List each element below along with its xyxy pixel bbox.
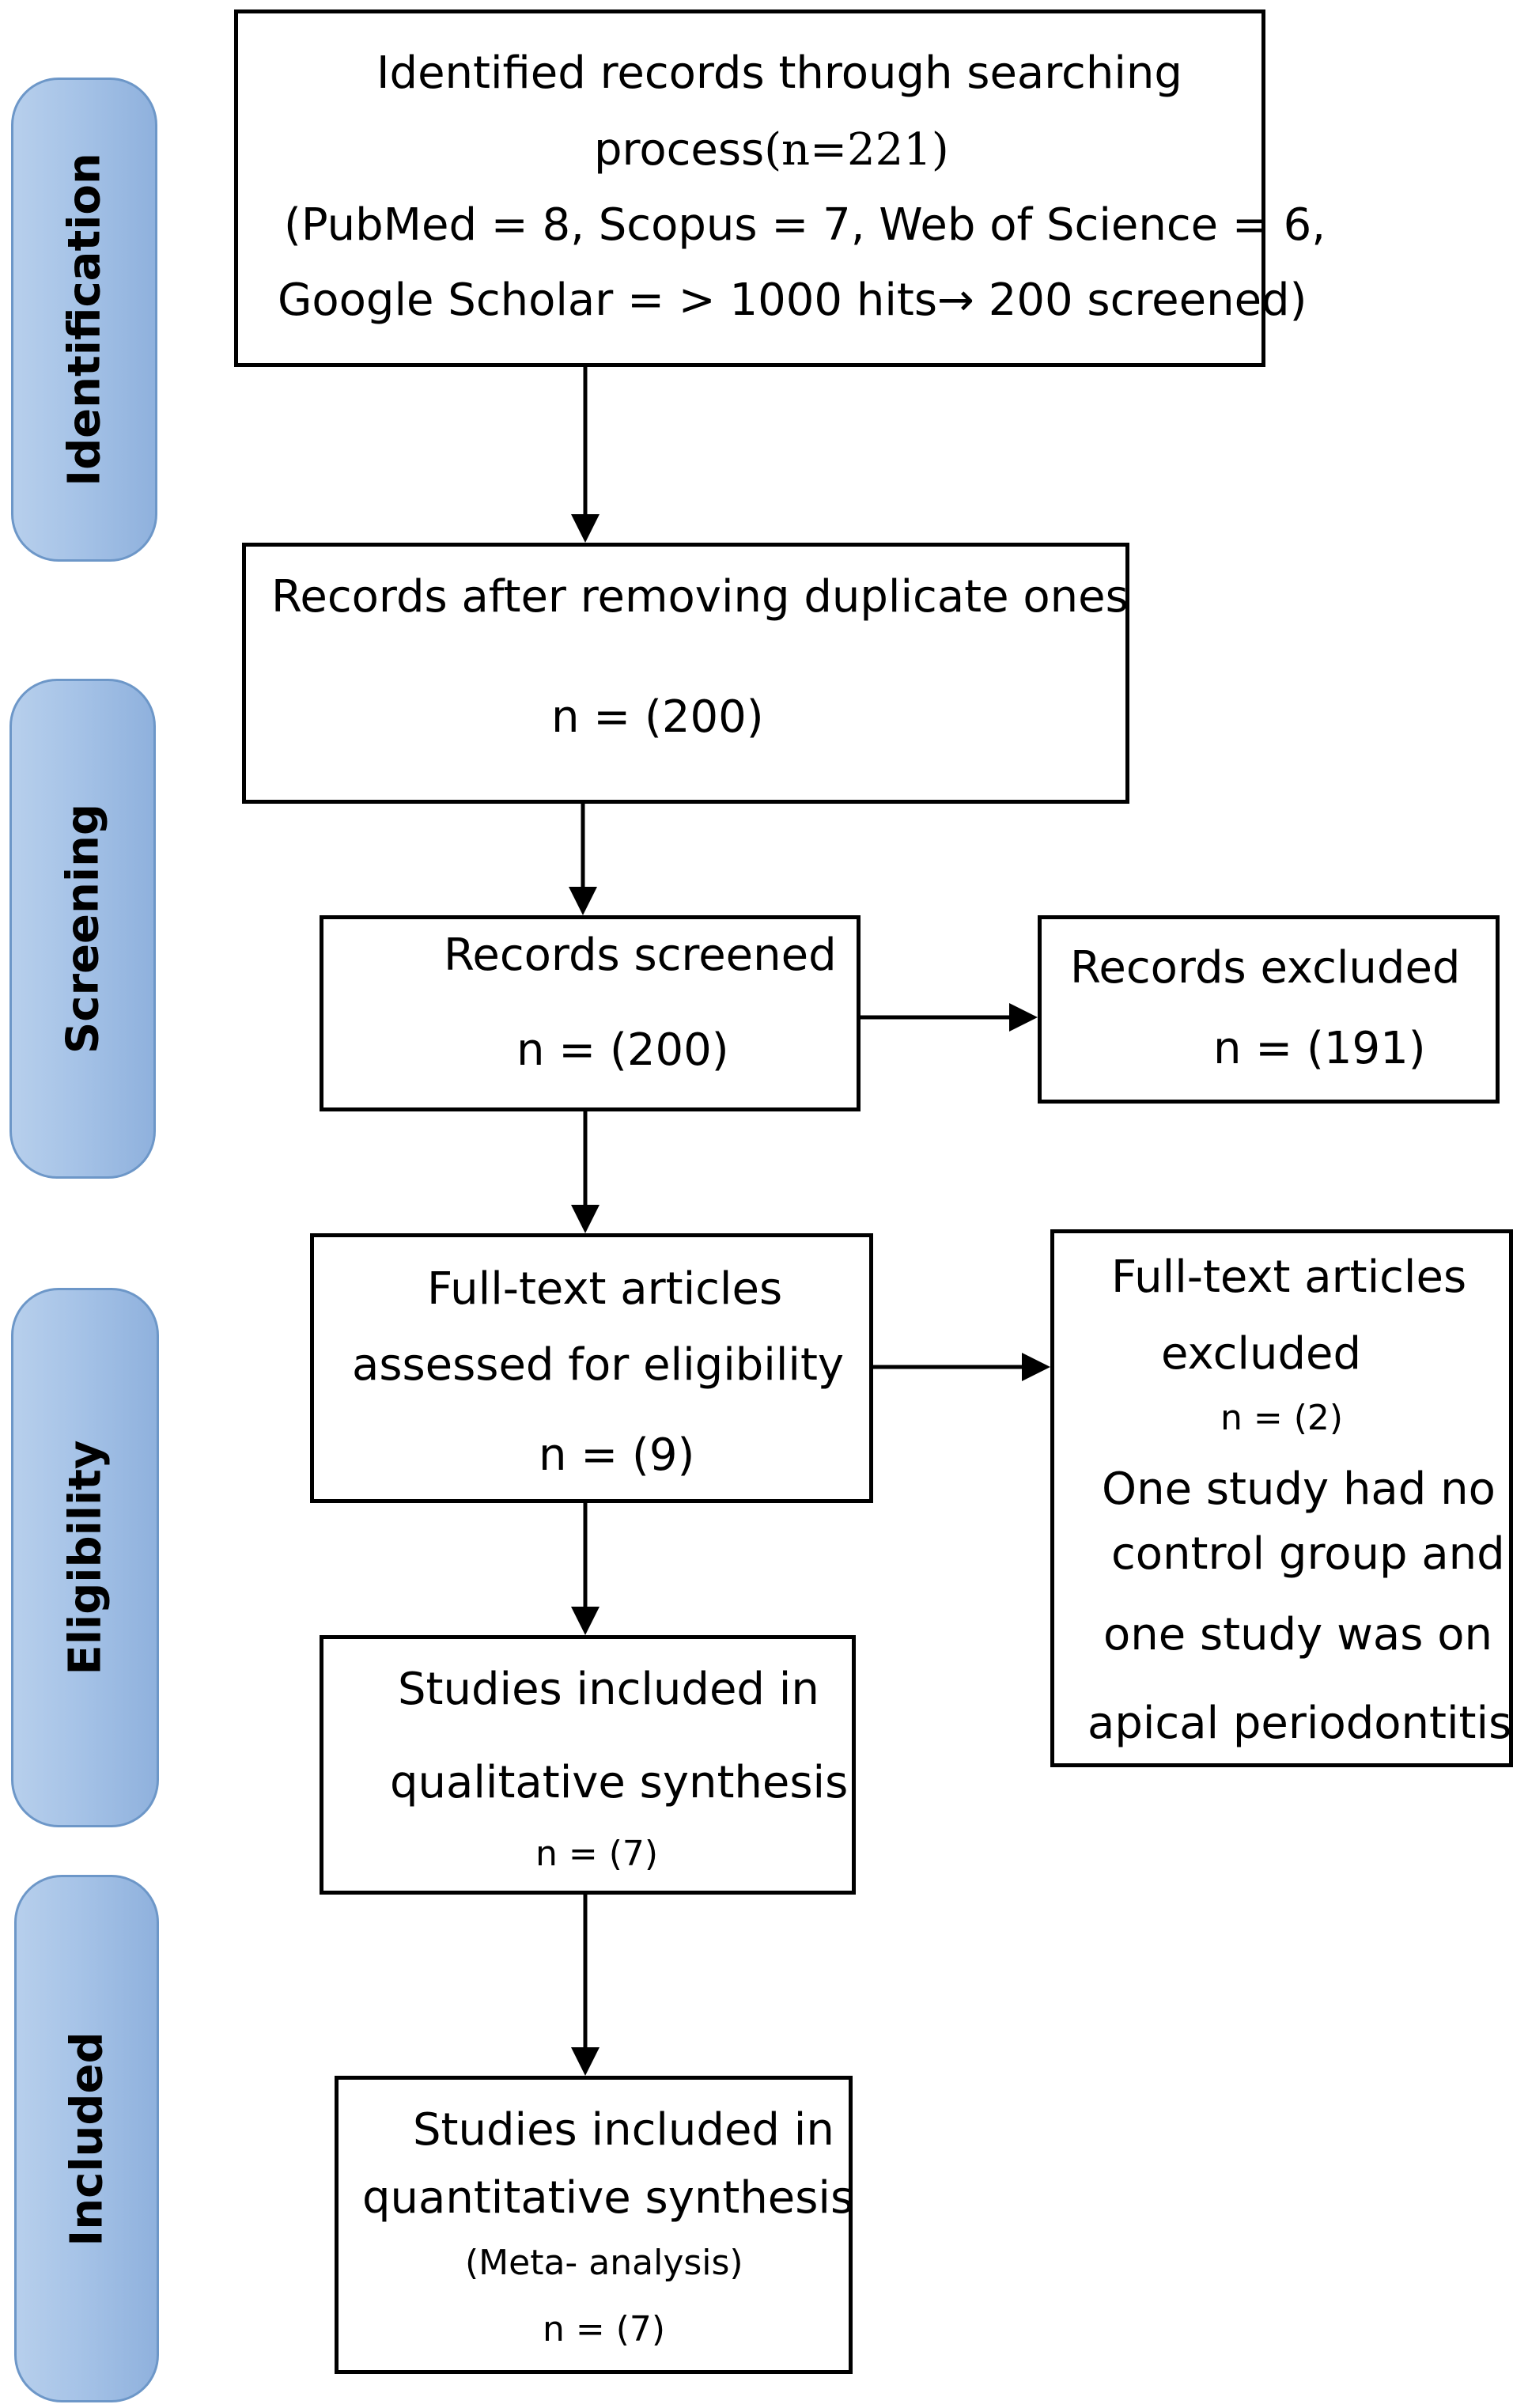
arrowhead-5 [571,2047,600,2076]
identified-records-box: Identified records through searching pro… [234,9,1326,367]
qualitative-line-3: n = (7) [535,1834,659,1874]
excluded-line-1: Records excluded [1070,942,1461,994]
identified-process-text: process [594,124,765,176]
stage-screening: Screening [9,679,156,1179]
fulltext-assessed-line-3: n = (9) [539,1429,695,1481]
after-duplicates-line-2: n = (200) [551,691,764,743]
fulltext-assessed-line-1: Full-text articles [427,1263,783,1315]
qualitative-synthesis-box: Studies included in qualitative synthesi… [320,1635,856,1895]
screened-line-1: Records screened [444,930,837,981]
fulltext-excluded-line-3: n = (2) [1220,1398,1344,1438]
fulltext-excluded-box: Full-text articles excluded n = (2) One … [1050,1229,1513,1767]
arrowhead-1 [571,514,600,543]
fulltext-assessed-box: Full-text articles assessed for eligibil… [310,1233,873,1503]
arrowhead-6 [1009,1003,1038,1032]
arrowhead-3 [571,1205,600,1233]
identified-line-4: Google Scholar = > 1000 hits→ 200 screen… [278,274,1307,326]
stage-identification: Identification [11,78,157,562]
arrowhead-7 [1022,1353,1050,1381]
after-duplicates-line-1: Records after removing duplicate ones [271,571,1129,623]
fulltext-excluded-line-5: control group and [1111,1528,1505,1580]
arrowhead-4 [571,1607,600,1635]
identified-line-1: Identified records through searching [376,47,1182,99]
quantitative-line-3: (Meta- analysis) [465,2243,743,2283]
quantitative-synthesis-box: Studies included in quantitative synthes… [335,2076,853,2374]
records-excluded-box: Records excluded n = (191) [1038,915,1500,1104]
excluded-line-2: n = (191) [1213,1023,1426,1074]
stage-eligibility: Eligibility [11,1288,159,1827]
quantitative-line-1: Studies included in [413,2104,834,2156]
fulltext-excluded-line-2: excluded [1161,1328,1362,1380]
records-screened-box: Records screened n = (200) [320,915,861,1111]
fulltext-excluded-line-7: apical periodontitis [1087,1698,1512,1749]
identified-count: (n=221) [764,124,949,176]
fulltext-excluded-line-4: One study had no [1102,1463,1496,1515]
quantitative-line-4: n = (7) [543,2309,666,2349]
fulltext-excluded-line-1: Full-text articles [1111,1251,1467,1303]
stage-included: Included [14,1875,159,2402]
quantitative-line-2: quantitative synthesis [362,2172,854,2224]
qualitative-line-2: qualitative synthesis [390,1757,849,1808]
fulltext-assessed-line-2: assessed for eligibility [352,1339,845,1391]
screened-line-2: n = (200) [516,1024,729,1076]
qualitative-line-1: Studies included in [398,1664,819,1715]
identified-line-3: (PubMed = 8, Scopus = 7, Web of Science … [284,199,1326,251]
arrowhead-2 [569,887,597,915]
fulltext-excluded-line-6: one study was on [1103,1609,1492,1660]
records-after-duplicates-box: Records after removing duplicate ones n … [242,543,1129,804]
identified-line-2: process(n=221) [594,128,949,172]
